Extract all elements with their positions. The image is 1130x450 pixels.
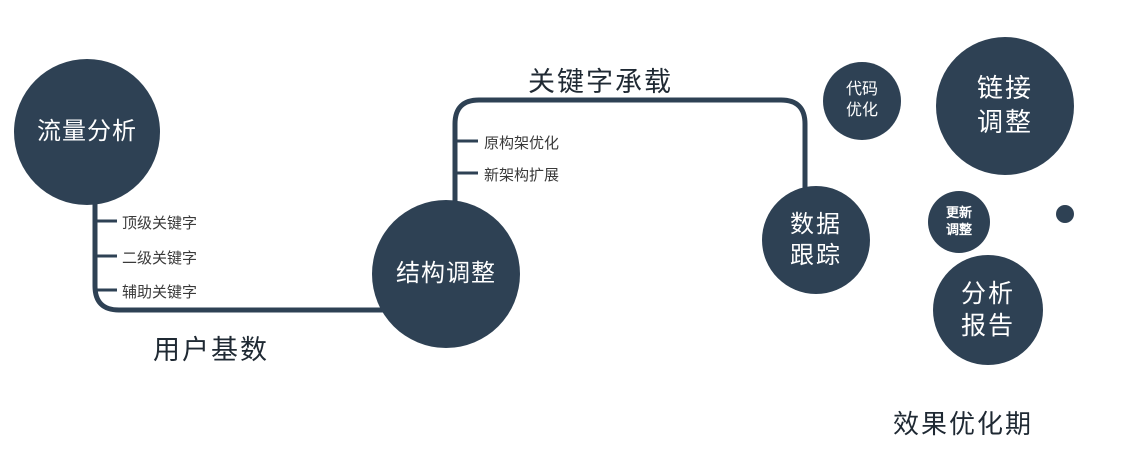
node-analysis-report-line2: 报告 xyxy=(960,312,1015,340)
node-structure-adjust: 结构调整 xyxy=(372,200,520,348)
phase-label-effect-optimization: 效果优化期 xyxy=(893,409,1034,439)
edge-user-base-line xyxy=(92,198,410,313)
branch1-item-aux-keywords: 辅助关键字 xyxy=(122,284,198,301)
node-link-adjust-line2: 调整 xyxy=(976,107,1033,137)
edge-keyword-carry-line xyxy=(452,97,808,210)
node-link-adjust-line1: 链接 xyxy=(976,73,1033,104)
node-data-tracking: 数据 跟踪 xyxy=(762,186,870,294)
branch1-item-top-keywords: 顶级关键字 xyxy=(122,215,198,232)
node-traffic-analysis: 流量分析 xyxy=(14,59,160,205)
branch2-item-original-arch: 原构架优化 xyxy=(484,135,560,152)
node-code-optimize: 代码 优化 xyxy=(823,62,901,140)
dot-marker xyxy=(1056,205,1074,223)
node-update-adjust-line1: 更新 xyxy=(945,205,972,221)
edge-label-keyword-carry: 关键字承载 xyxy=(528,67,673,97)
edge-label-user-base: 用户基数 xyxy=(153,335,269,365)
node-data-tracking-line2: 跟踪 xyxy=(790,242,842,269)
node-analysis-report: 分析 报告 xyxy=(933,255,1043,365)
node-code-optimize-line2: 优化 xyxy=(845,102,878,119)
node-update-adjust-line2: 调整 xyxy=(945,222,972,237)
branch2-item-new-arch: 新架构扩展 xyxy=(484,167,560,184)
node-analysis-report-line1: 分析 xyxy=(960,279,1015,308)
node-link-adjust: 链接 调整 xyxy=(936,37,1074,175)
node-data-tracking-line1: 数据 xyxy=(790,210,842,238)
node-update-adjust: 更新 调整 xyxy=(928,191,990,253)
node-structure-adjust-label: 结构调整 xyxy=(396,260,496,288)
node-traffic-analysis-label: 流量分析 xyxy=(37,118,137,146)
node-code-optimize-line1: 代码 xyxy=(845,81,878,99)
branch1-item-second-keywords: 二级关键字 xyxy=(122,250,198,267)
